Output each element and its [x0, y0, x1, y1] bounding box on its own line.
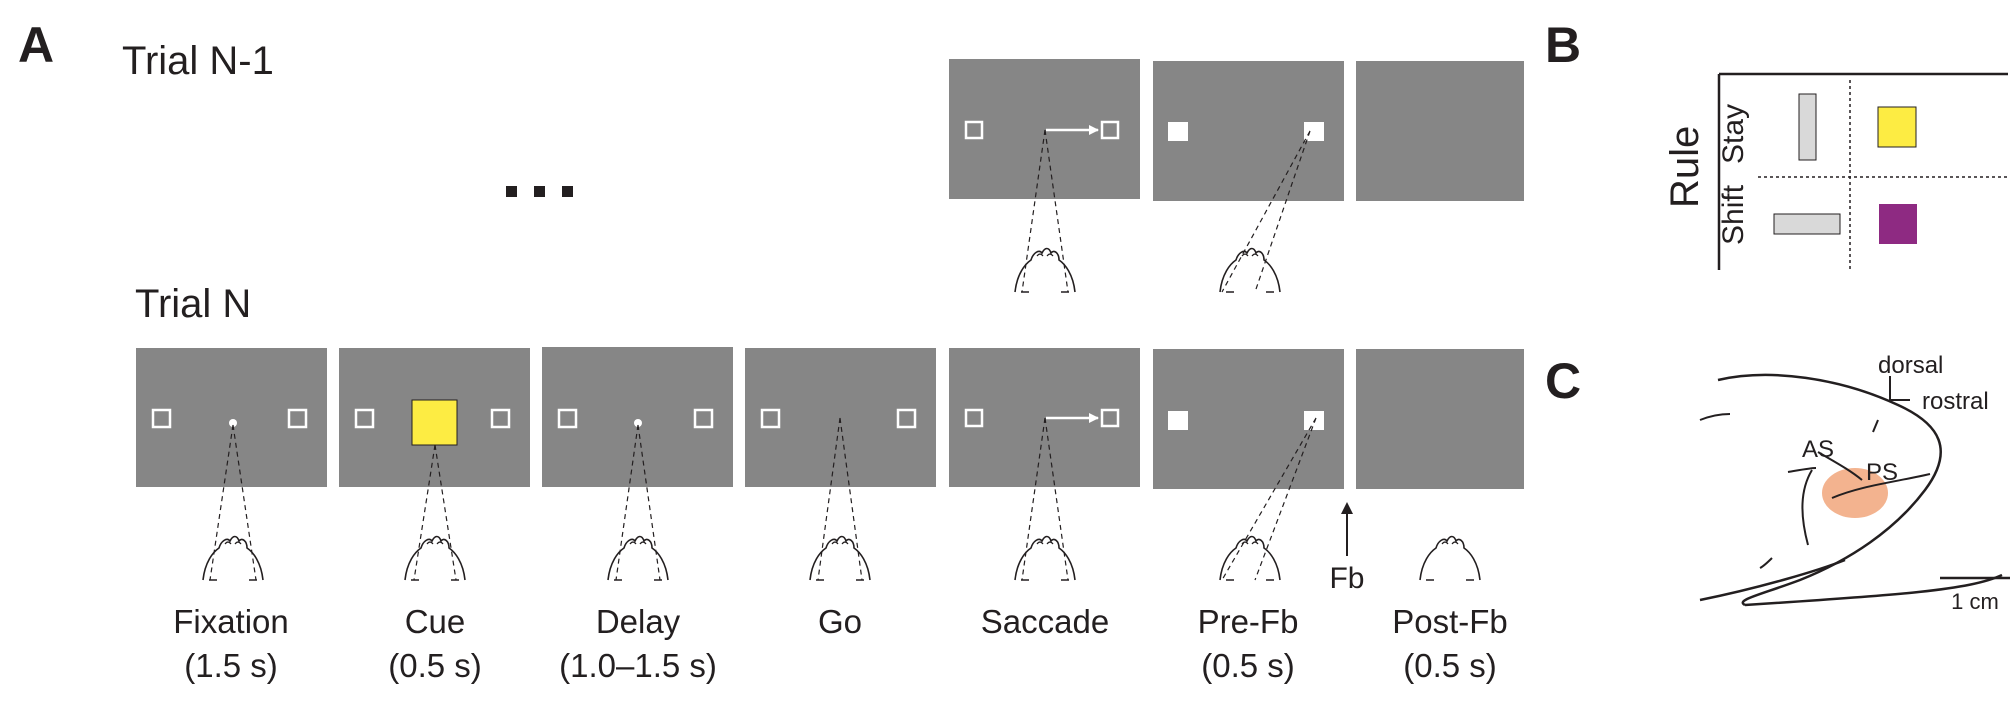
screen-go [745, 348, 936, 581]
monkey-head-icon [607, 535, 669, 581]
scale-label: 1 cm [1951, 589, 1999, 614]
epoch-name: Pre-Fb [1198, 603, 1299, 640]
screen-cue [339, 348, 530, 581]
epoch-name: Fixation [173, 603, 289, 640]
epoch-duration: (0.5 s) [1201, 647, 1295, 684]
rule-stay-label: Stay [1717, 104, 1750, 164]
label-rostral: rostral [1922, 388, 1989, 415]
orientation-axes [1889, 376, 1910, 401]
cue-stimulus [411, 399, 458, 446]
monkey-head-icon [1219, 247, 1281, 293]
monkey-head-icon [202, 535, 264, 581]
epoch-name: Cue [405, 603, 466, 640]
monkey-head-icon [1219, 535, 1281, 581]
shift-cue-square [1879, 204, 1917, 244]
screen-delay [542, 347, 733, 581]
screen-prefb-previous [1153, 61, 1344, 293]
screen-postfb-previous [1356, 61, 1524, 201]
label-arcuate-sulcus: AS [1802, 436, 1834, 463]
epoch-name: Delay [596, 603, 681, 640]
recording-site [1822, 468, 1888, 518]
screen-saccade [949, 348, 1140, 581]
rule-table: Rule Stay Shift [1663, 72, 2008, 270]
panel-label-c: C [1545, 353, 1581, 409]
feedback-label: Fb [1329, 562, 1364, 595]
trial-current-screens [136, 347, 1524, 581]
monkey-head-icon [404, 535, 466, 581]
epoch-duration: (0.5 s) [388, 647, 482, 684]
panel-label-a: A [18, 17, 54, 73]
shift-bar [1773, 213, 1841, 235]
rule-title: Rule [1663, 126, 1707, 208]
trial-previous-screens [949, 59, 1524, 293]
epoch-duration: (0.5 s) [1403, 647, 1497, 684]
epoch-labels: Fixation (1.5 s) Cue (0.5 s) Delay (1.0–… [173, 603, 1508, 684]
epoch-name: Go [818, 603, 862, 640]
rule-shift-label: Shift [1717, 184, 1750, 245]
label-dorsal: dorsal [1878, 352, 1943, 379]
monkey-head-icon [1419, 535, 1481, 581]
panel-label-b: B [1545, 17, 1581, 73]
stay-cue-square [1877, 106, 1917, 148]
stay-bar [1798, 93, 1817, 161]
screen-fixation [136, 348, 327, 581]
epoch-name: Post-Fb [1392, 603, 1508, 640]
screen-postfb [1356, 349, 1524, 489]
epoch-duration: (1.5 s) [184, 647, 278, 684]
label-principal-sulcus: PS [1866, 459, 1898, 486]
monkey-head-icon [1014, 247, 1076, 293]
trial-current-title: Trial N [135, 282, 251, 326]
trial-previous-title: Trial N-1 [122, 39, 274, 83]
epoch-duration: (1.0–1.5 s) [559, 647, 717, 684]
brain-diagram: AS PS dorsal rostral 1 cm [1699, 352, 2010, 614]
epoch-name: Saccade [981, 603, 1109, 640]
monkey-head-icon [1014, 535, 1076, 581]
feedback-arrow-icon [1341, 502, 1353, 556]
screen-prefb [1153, 349, 1344, 581]
ellipsis [506, 186, 573, 197]
screen-saccade-previous [949, 59, 1140, 293]
